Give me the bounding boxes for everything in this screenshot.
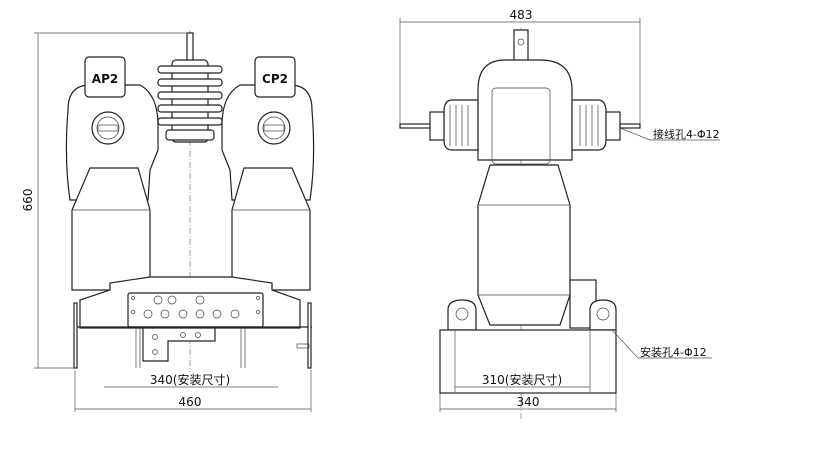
side-overall-width-dimension: 340 [517, 395, 540, 409]
right-foot [307, 302, 312, 369]
mounting-bracket [142, 327, 216, 362]
top-width-dimension: 483 [510, 8, 533, 22]
left-body [71, 167, 151, 291]
front-overall-width-dimension: 460 [179, 395, 202, 409]
left-foot [73, 302, 78, 369]
side-view: 483 接线孔4-Φ12 安装孔4-Φ12 310(安装尺寸) [399, 8, 720, 420]
insulator [157, 59, 223, 143]
height-dimension: 660 [21, 189, 35, 212]
wiring-hole-label: 接线孔4-Φ12 [653, 127, 720, 141]
front-view: AP2 CP2 [21, 30, 315, 412]
left-bushing [399, 99, 479, 151]
terminal-box-cp2 [254, 56, 296, 98]
right-bushing [571, 99, 641, 151]
right-mount-lug [589, 299, 617, 331]
secondary-terminals [131, 295, 260, 319]
top-terminal-tab [513, 29, 529, 63]
terminal-box-ap2 [84, 56, 126, 98]
side-body [477, 164, 571, 326]
side-base [439, 329, 617, 394]
terminal-ap2-label: AP2 [92, 72, 118, 86]
terminal-cp2-label: CP2 [262, 72, 288, 86]
left-mount-lug [447, 299, 477, 331]
front-mount-width-dimension: 340(安装尺寸) [150, 372, 230, 387]
side-mount-width-dimension: 310(安装尺寸) [482, 372, 562, 387]
top-rod [186, 32, 194, 64]
right-body [231, 167, 311, 291]
ground-bolt [296, 343, 310, 349]
mounting-hole-label: 安装孔4-Φ12 [640, 345, 707, 359]
side-head [477, 59, 573, 161]
